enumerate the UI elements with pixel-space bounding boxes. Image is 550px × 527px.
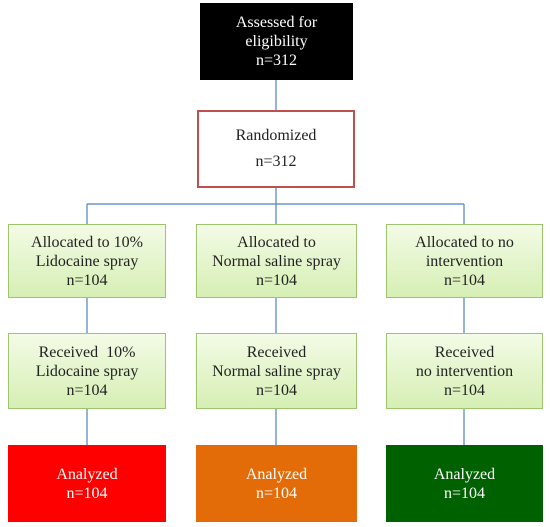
analyzed-line1: Analyzed bbox=[433, 465, 496, 483]
allocated-line3: n=104 bbox=[443, 271, 486, 289]
received-line1: Received bbox=[246, 343, 307, 361]
received-line3: n=104 bbox=[66, 381, 108, 399]
analyzed-line1: Analyzed bbox=[56, 465, 118, 483]
analyzed-box-no-intervention: Analyzed n=104 bbox=[386, 445, 543, 522]
analyzed-line1: Analyzed bbox=[245, 465, 308, 483]
analyzed-box-saline: Analyzed n=104 bbox=[196, 445, 357, 522]
allocated-line3: n=104 bbox=[255, 271, 298, 289]
allocated-line3: n=104 bbox=[66, 271, 108, 289]
received-line2: no intervention bbox=[415, 362, 514, 380]
received-line2: Normal saline spray bbox=[212, 362, 341, 380]
assessed-line1: Assessed for bbox=[235, 14, 318, 31]
received-box-no-intervention: Received no intervention n=104 bbox=[386, 333, 543, 409]
received-line3: n=104 bbox=[255, 381, 298, 399]
received-line1: Received bbox=[434, 343, 495, 361]
allocated-line1: Allocated to no bbox=[415, 233, 514, 251]
randomized-line1: Randomized bbox=[235, 127, 317, 144]
allocated-line2: Normal saline spray bbox=[212, 252, 341, 270]
received-line2: Lidocaine spray bbox=[35, 362, 139, 380]
randomized-box: Randomized n=312 bbox=[197, 110, 355, 188]
allocated-line2: Lidocaine spray bbox=[35, 252, 139, 270]
allocated-box-lidocaine: Allocated to 10% Lidocaine spray n=104 bbox=[8, 224, 166, 298]
allocated-line1: Allocated to 10% bbox=[31, 233, 143, 251]
analyzed-line2: n=104 bbox=[66, 484, 108, 502]
received-line3: n=104 bbox=[443, 381, 486, 399]
analyzed-line2: n=104 bbox=[255, 484, 298, 502]
received-box-saline: Received Normal saline spray n=104 bbox=[196, 333, 357, 409]
allocated-line1: Allocated to bbox=[237, 233, 316, 251]
analyzed-box-lidocaine: Analyzed n=104 bbox=[8, 445, 166, 522]
analyzed-line2: n=104 bbox=[443, 484, 486, 502]
assessed-line3: n=312 bbox=[255, 52, 298, 69]
allocated-line2: intervention bbox=[425, 252, 504, 270]
received-line1: Received 10% bbox=[38, 343, 136, 361]
assessed-box: Assessed for eligibility n=312 bbox=[200, 3, 353, 80]
received-box-lidocaine: Received 10% Lidocaine spray n=104 bbox=[8, 333, 166, 409]
randomized-line2: n=312 bbox=[255, 153, 297, 170]
allocated-box-saline: Allocated to Normal saline spray n=104 bbox=[196, 224, 357, 298]
assessed-line2: eligibility bbox=[245, 33, 308, 50]
allocated-box-no-intervention: Allocated to no intervention n=104 bbox=[386, 224, 543, 298]
